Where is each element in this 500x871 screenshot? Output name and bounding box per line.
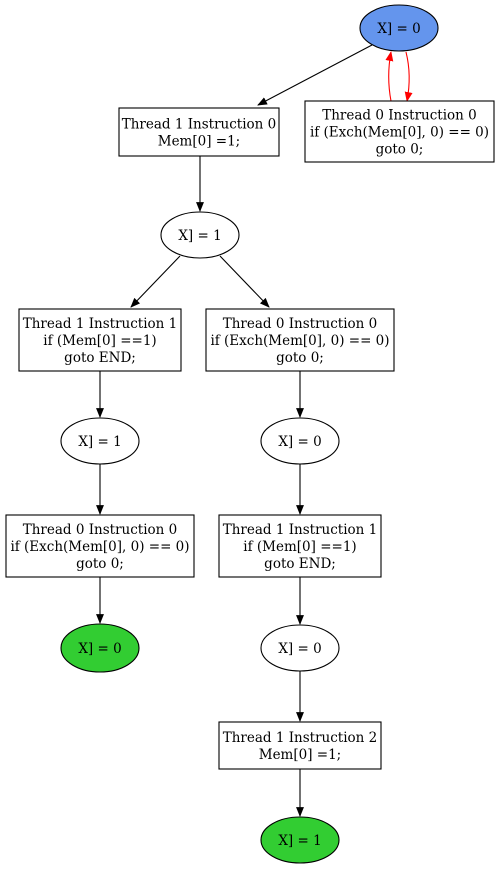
node-label-line: if (Exch(Mem[0], 0) == 0) <box>310 125 489 141</box>
node-label-line: Thread 1 Instruction 1 <box>23 316 178 332</box>
node-label-line: if (Exch(Mem[0], 0) == 0) <box>210 333 389 349</box>
node-label-line: X] = 1 <box>78 434 121 450</box>
state-ellipse <box>60 417 140 465</box>
instruction-box <box>218 721 382 770</box>
node-label-line: Thread 0 Instruction 0 <box>23 522 178 538</box>
node-label-line: X] = 1 <box>178 228 221 244</box>
state-ellipse <box>359 4 439 52</box>
node-label-line: goto END; <box>64 350 136 366</box>
node-state-x1: X] = 1 <box>160 211 240 259</box>
node-label-line: Mem[0] =1; <box>259 747 341 763</box>
state-ellipse <box>260 417 340 465</box>
node-label-line: X] = 0 <box>78 641 121 657</box>
state-ellipse <box>60 623 140 673</box>
node-label-line: if (Mem[0] ==1) <box>43 333 156 349</box>
node-state-x0-right: X] = 0 <box>260 417 340 465</box>
state-ellipse <box>160 211 240 259</box>
edge-loop-state-top-to-t0 <box>404 51 413 102</box>
node-label-line: Mem[0] =1; <box>158 134 240 150</box>
node-t1-i1-left: Thread 1 Instruction 1if (Mem[0] ==1)got… <box>18 308 182 372</box>
node-state-final-left: X] = 0 <box>60 623 140 673</box>
node-t0-i0-left: Thread 0 Instruction 0if (Exch(Mem[0], 0… <box>5 514 195 578</box>
instruction-box <box>218 514 382 578</box>
state-ellipse <box>260 624 340 672</box>
node-state-x1-left: X] = 1 <box>60 417 140 465</box>
edges-layer <box>96 44 413 817</box>
node-t1-i1-right: Thread 1 Instruction 1if (Mem[0] ==1)got… <box>218 514 382 578</box>
node-state-x0-right2: X] = 0 <box>260 624 340 672</box>
instruction-box <box>304 100 495 163</box>
node-label-line: X] = 1 <box>278 833 321 849</box>
edge-x1-to-t1-i1 <box>130 255 181 308</box>
node-label-line: goto 0; <box>76 556 124 572</box>
state-ellipse <box>260 816 340 864</box>
instruction-box <box>205 308 395 372</box>
instruction-box <box>5 514 195 578</box>
instruction-box <box>118 107 280 157</box>
node-label-line: Thread 1 Instruction 1 <box>223 522 378 538</box>
node-label-line: X] = 0 <box>377 21 420 37</box>
node-state-final-right: X] = 1 <box>260 816 340 864</box>
edge-loop-t0-to-state-top <box>385 51 394 102</box>
edge-x1-to-t0-i0 <box>219 255 270 308</box>
node-label-line: Thread 0 Instruction 0 <box>322 108 477 124</box>
node-label-line: X] = 0 <box>278 641 321 657</box>
node-label-line: Thread 1 Instruction 0 <box>122 117 277 133</box>
instruction-box <box>18 308 182 372</box>
node-label-line: goto END; <box>264 556 336 572</box>
node-label-line: Thread 1 Instruction 2 <box>223 730 378 746</box>
node-label-line: goto 0; <box>276 350 324 366</box>
node-t0-i0-right: Thread 0 Instruction 0if (Exch(Mem[0], 0… <box>205 308 395 372</box>
node-label-line: goto 0; <box>376 142 424 158</box>
node-label-line: X] = 0 <box>278 434 321 450</box>
node-label-line: if (Exch(Mem[0], 0) == 0) <box>10 539 189 555</box>
node-label-line: Thread 0 Instruction 0 <box>223 316 378 332</box>
edge-state-top-to-t1-i0 <box>257 44 373 106</box>
node-t0-i0-top: Thread 0 Instruction 0if (Exch(Mem[0], 0… <box>304 100 495 163</box>
node-state-top: X] = 0 <box>359 4 439 52</box>
node-label-line: if (Mem[0] ==1) <box>243 539 356 555</box>
